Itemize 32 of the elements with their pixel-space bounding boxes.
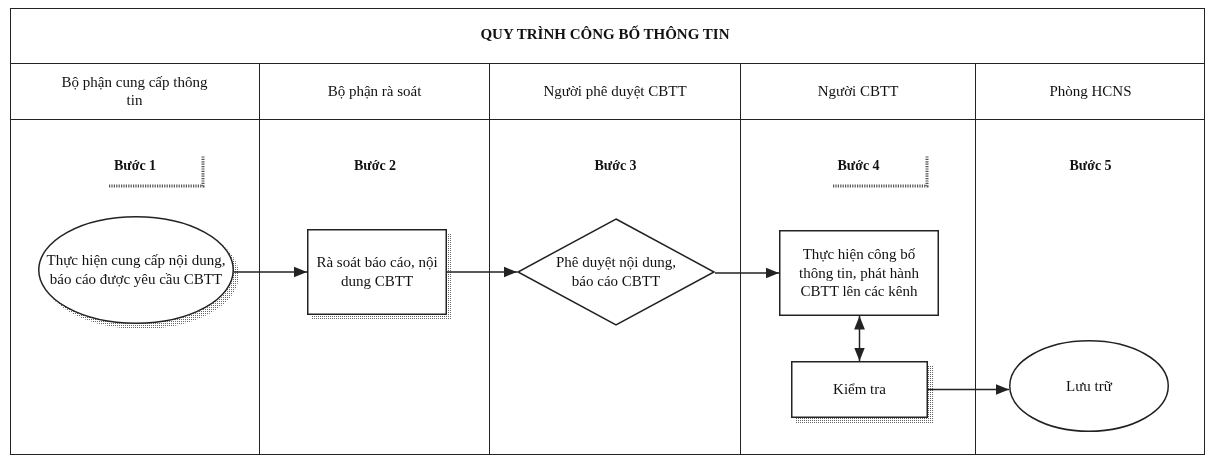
swimlane-column: [260, 63, 490, 455]
lane-header: Phòng HCNS: [1049, 82, 1132, 100]
lane-header: Bộ phận rà soát: [327, 82, 422, 100]
process-ellipse: [1009, 340, 1169, 432]
arrow: [446, 266, 518, 278]
process-box: [307, 229, 447, 315]
node-text: Phê duyệt nội dung, báo cáo CBTT: [556, 253, 676, 291]
process-ellipse: [38, 216, 234, 324]
lane-header: Người phê duyệt CBTT: [543, 82, 687, 100]
step-label: Bước 1: [112, 158, 158, 174]
lane-header: Bộ phận cung cấp thông tin: [60, 73, 209, 109]
step-label: Bước 2: [352, 158, 398, 174]
arrow: [854, 315, 865, 362]
lane-header: Người CBTT: [817, 82, 899, 100]
swimlane-column: [741, 63, 976, 455]
node-text: Rà soát báo cáo, nội dung CBTT: [315, 253, 439, 291]
process-box: [791, 361, 928, 418]
step-label: Bước 4: [836, 158, 881, 174]
node-text: Kiểm tra: [833, 380, 886, 399]
node-text: Lưu trữ: [1066, 376, 1112, 396]
step-label: Bước 5: [1068, 158, 1113, 174]
process-box: [779, 230, 939, 316]
arrow: [927, 384, 1010, 395]
node-text: Thực hiện công bố thông tin, phát hành CBTT lên các kênh: [798, 244, 920, 302]
step-label: Bước 3: [593, 158, 638, 174]
diagram-title: QUY TRÌNH CÔNG BỐ THÔNG TIN: [479, 26, 731, 43]
swimlane-column: [10, 63, 260, 455]
arrow: [714, 267, 780, 279]
swimlane-column: [490, 63, 741, 455]
node-text: Thực hiện cung cấp nội dung, báo cáo được yêu cầu CBTT: [45, 251, 227, 289]
arrow: [233, 266, 308, 278]
decision-diamond: [517, 218, 715, 326]
